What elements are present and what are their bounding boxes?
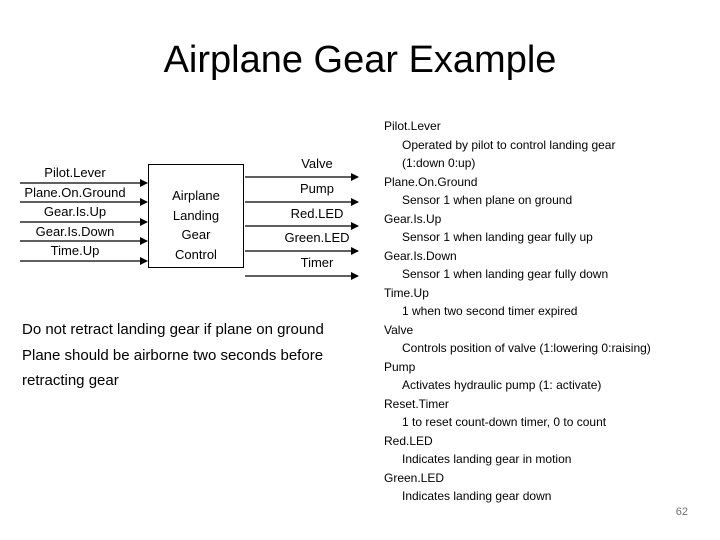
- block-label-line: Landing: [172, 207, 220, 223]
- block-label-line: Gear: [181, 227, 211, 242]
- block-label-line: Control: [175, 246, 217, 262]
- input-signal: Gear.Is.Up: [43, 204, 107, 219]
- definition-name: Gear.Is.Up: [384, 211, 442, 226]
- output-signal: Red.LED: [290, 205, 344, 221]
- control-block-label: Airplane Landing Gear Control: [148, 186, 244, 264]
- definition-desc: 1 to reset count-down timer, 0 to count: [402, 415, 607, 429]
- definition-name: Valve: [384, 322, 414, 337]
- definition-desc: Sensor 1 when plane on ground: [402, 193, 573, 207]
- definition-name: Reset.Timer: [384, 396, 449, 411]
- definition-desc: Activates hydraulic pump (1: activate): [402, 378, 602, 392]
- requirements: Do not retract landing gear if plane on …: [22, 317, 367, 394]
- definition-name: Red.LED: [384, 433, 433, 448]
- input-signal: Gear.Is.Down: [35, 223, 115, 239]
- definition-name: Gear.Is.Down: [384, 248, 457, 263]
- input-signal: Pilot.Lever: [44, 165, 106, 180]
- requirement-text: Do not retract landing gear if plane on …: [22, 321, 324, 338]
- definition-name: Pilot.Lever: [384, 119, 441, 133]
- block-label-line: Airplane: [172, 188, 220, 203]
- slide-title: Airplane Gear Example: [163, 39, 557, 81]
- definition-desc: Indicates landing gear in motion: [402, 452, 572, 466]
- input-signal: Time.Up: [50, 243, 100, 258]
- input-signal: Plane.On.Ground: [24, 184, 126, 200]
- definition-desc: 1 when two second timer expired: [402, 304, 578, 318]
- definition-desc: Sensor 1 when landing gear fully down: [402, 267, 609, 281]
- output-signal: Valve: [301, 156, 333, 171]
- output-signals: Valve Pump Red.LED Green.LED Timer: [272, 152, 362, 276]
- control-block: [148, 164, 244, 268]
- signal-definitions: Pilot.Lever Operated by pilot to control…: [384, 117, 704, 506]
- definition-desc: (1:down 0:up): [402, 156, 476, 170]
- definition-name: Green.LED: [384, 470, 445, 485]
- requirement-text: Plane should be airborne two seconds bef…: [22, 346, 324, 390]
- output-signal: Green.LED: [284, 230, 350, 246]
- definition-desc: Sensor 1 when landing gear fully up: [402, 230, 593, 244]
- definition-desc: Indicates landing gear down: [402, 489, 552, 503]
- output-signal: Timer: [300, 255, 334, 271]
- page-number: 62: [675, 506, 688, 518]
- definition-desc: Operated by pilot to control landing gea…: [402, 137, 616, 152]
- output-signal: Pump: [300, 180, 334, 196]
- definition-desc: Controls position of valve (1:lowering 0…: [402, 341, 651, 355]
- definition-name: Pump: [384, 359, 416, 374]
- definition-name: Plane.On.Ground: [384, 174, 478, 189]
- input-signals: Pilot.Lever Plane.On.Ground Gear.Is.Up G…: [20, 163, 130, 261]
- definition-name: Time.Up: [384, 285, 429, 300]
